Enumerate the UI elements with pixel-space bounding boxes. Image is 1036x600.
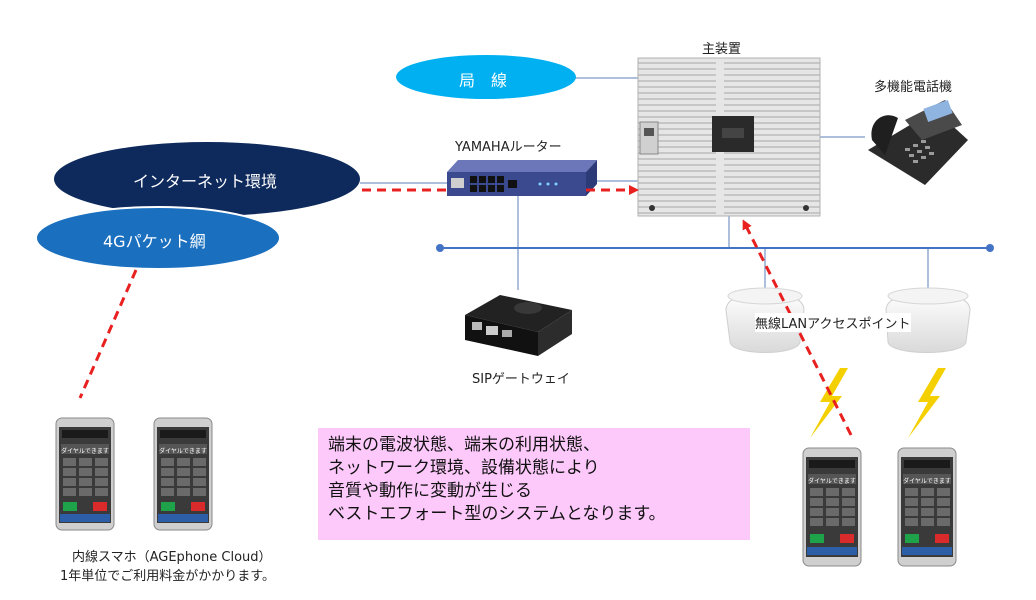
multi-phone-label: 多機能電話機 — [874, 80, 953, 95]
note-line: ネットワーク環境、設備状態により — [328, 458, 600, 478]
note-line: 端末の電波状態、端末の利用状態、 — [328, 435, 600, 455]
router-label: YAMAHAルーター — [455, 140, 562, 155]
sip-gateway-device — [465, 295, 572, 356]
internet-label: インターネット環境 — [133, 172, 278, 191]
smartphone-1 — [55, 417, 115, 531]
router-device — [447, 160, 597, 196]
smartphone-caption-line1: 内線スマホ（AGEphone Cloud） — [72, 550, 272, 565]
multi-function-phone — [868, 99, 968, 185]
phone-screen-text: ダイヤルできます — [808, 478, 856, 485]
smartphone-3 — [802, 447, 862, 567]
mobile-oval — [35, 206, 281, 270]
note-line: 音質や動作に変動が生じる — [328, 481, 532, 501]
lan-bus-end-right — [986, 244, 994, 252]
signal-path-phone-main — [742, 219, 853, 436]
internet-oval — [54, 142, 360, 216]
note-line: ベストエフォート型のシステムとなります。 — [328, 504, 666, 524]
smartphone-4 — [897, 447, 957, 567]
main-unit-device — [637, 57, 821, 217]
local-line-oval — [396, 55, 576, 99]
wlan-ap-label: 無線LANアクセスポイント — [755, 313, 911, 332]
smartphone-caption-line2: 1年単位でご利用料金がかかります。 — [60, 569, 275, 584]
sip-gateway-label: SIPゲートウェイ — [472, 372, 570, 387]
signal-path-4g-phones — [78, 269, 138, 399]
main-unit-label: 主装置 — [702, 42, 742, 57]
smartphone-2 — [153, 417, 213, 531]
mobile-network-label: 4Gパケット網 — [103, 232, 206, 251]
phone-screen-text: ダイヤルできます — [61, 448, 109, 455]
phone-screen-text: ダイヤルできます — [159, 448, 207, 455]
lightning-icon — [810, 368, 848, 438]
best-effort-note: 端末の電波状態、端末の利用状態、 ネットワーク環境、設備状態により 音質や動作に… — [318, 428, 750, 540]
local-line-label: 局 線 — [459, 71, 508, 90]
lan-bus-end-left — [436, 244, 444, 252]
phone-screen-text: ダイヤルできます — [903, 478, 951, 485]
lightning-icon — [908, 368, 946, 438]
wlan-ap-2 — [885, 287, 971, 353]
